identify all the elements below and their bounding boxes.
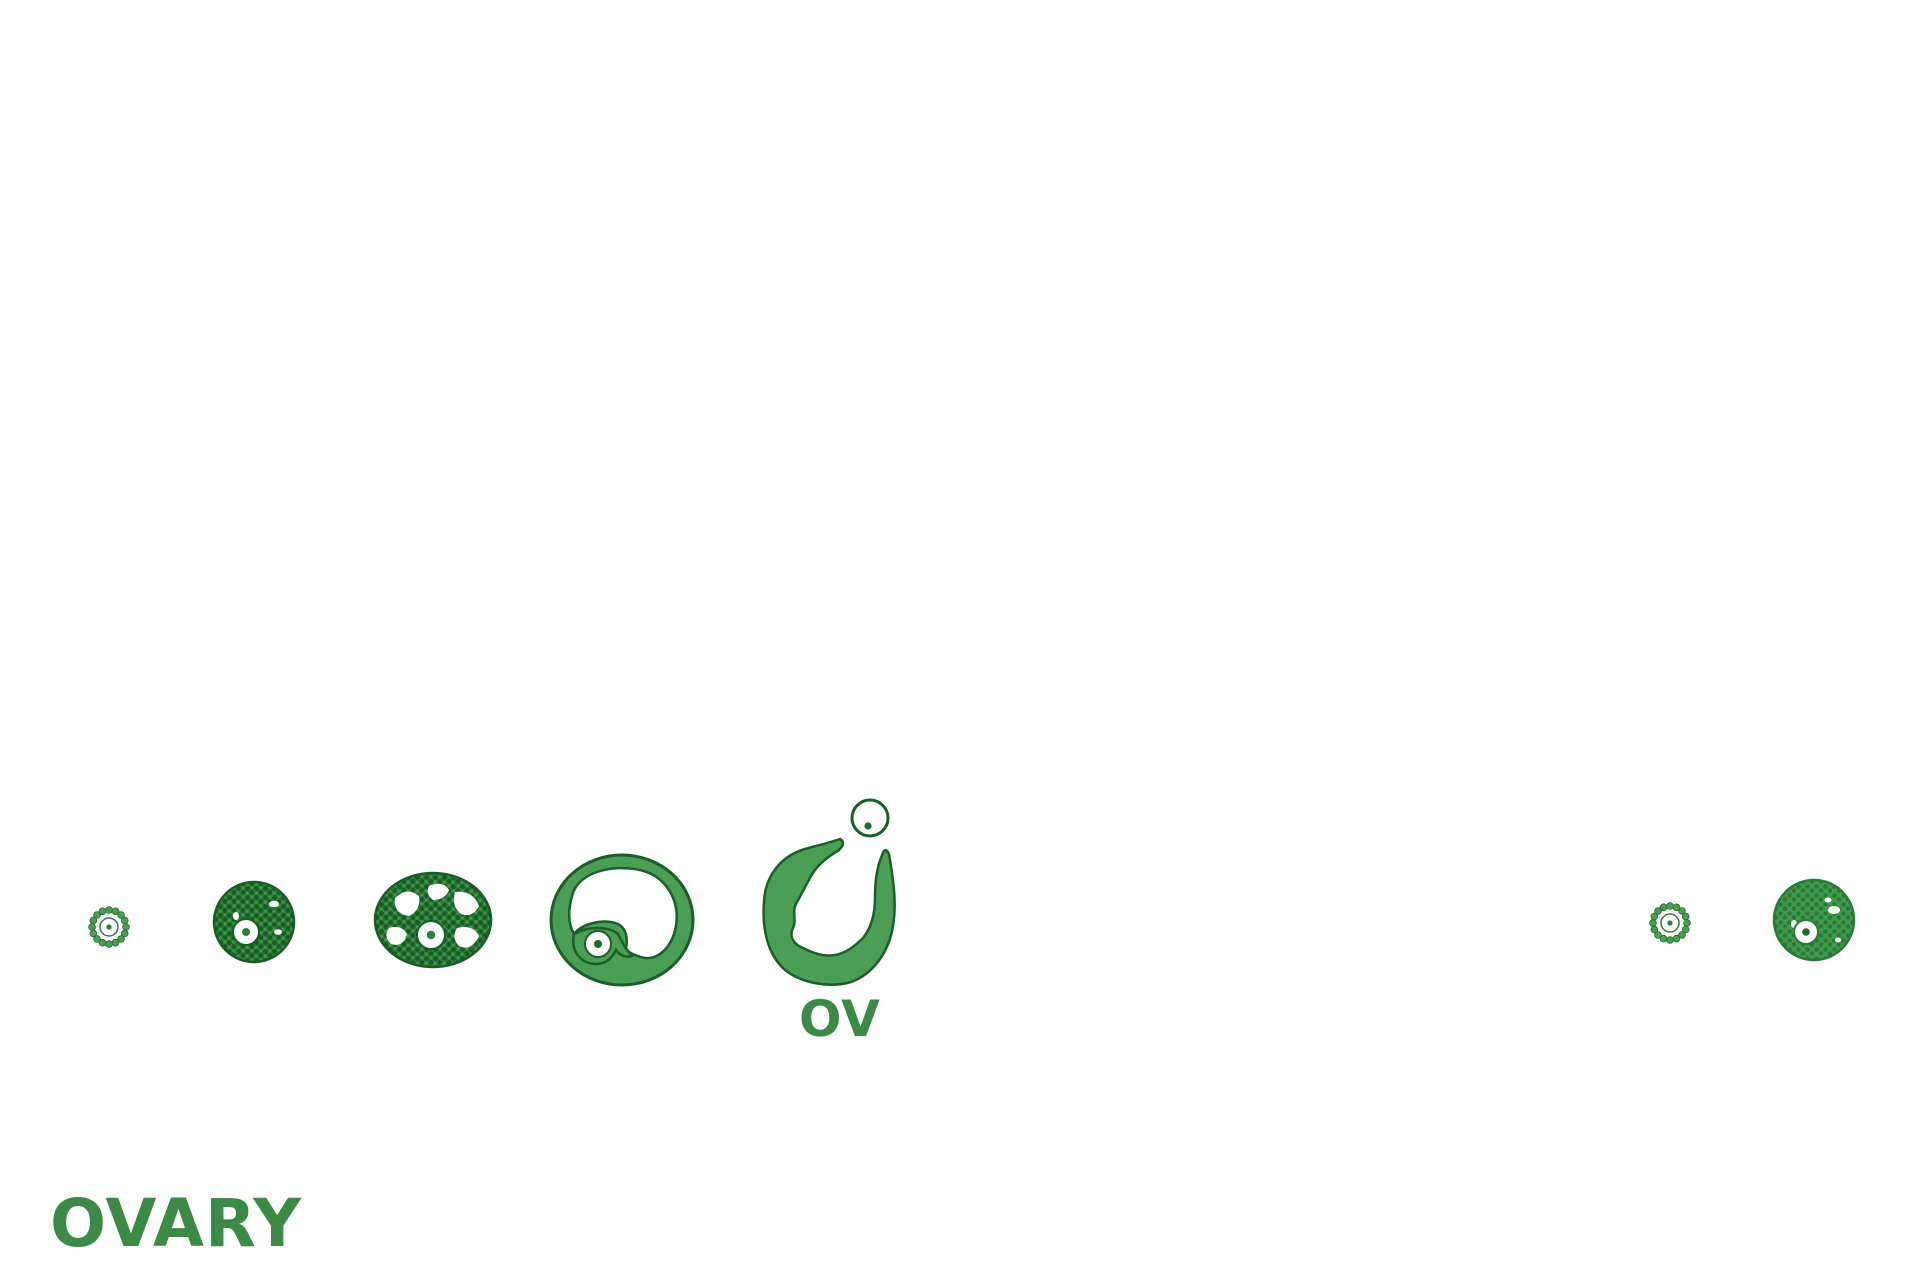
primary-follicle-icon-right <box>1772 878 1856 962</box>
ovulation-label: OV <box>799 990 881 1048</box>
ruptured-follicle-icon <box>762 837 896 986</box>
secondary-follicle-icon <box>373 871 493 969</box>
primary-follicle-icon <box>212 880 296 964</box>
primordial-follicle-icon-right <box>1649 902 1691 944</box>
organ-title: OVARY <box>50 1185 303 1262</box>
graafian-follicle-icon <box>549 853 695 987</box>
primordial-follicle-icon <box>88 906 130 948</box>
released-oocyte-icon <box>850 798 890 838</box>
